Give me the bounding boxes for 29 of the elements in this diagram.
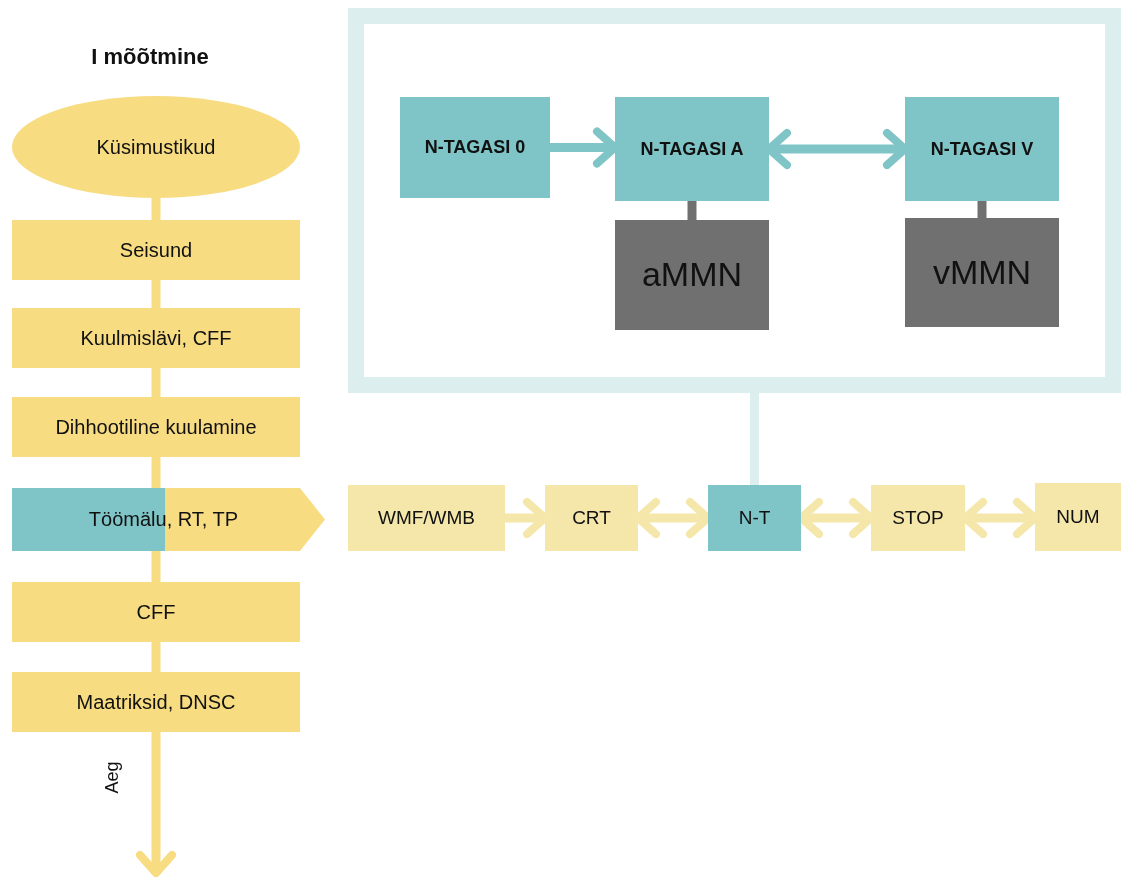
process-box: N-TAGASI V bbox=[905, 97, 1059, 201]
output-box: vMMN bbox=[905, 218, 1059, 327]
process-box: WMF/WMB bbox=[348, 485, 505, 551]
process-box: N-T bbox=[708, 485, 801, 551]
process-box: Maatriksid, DNSC bbox=[12, 672, 300, 732]
connector-line bbox=[687, 201, 697, 220]
connector-line bbox=[151, 368, 161, 397]
process-box: N-TAGASI A bbox=[615, 97, 769, 201]
process-box: N-TAGASI 0 bbox=[400, 97, 550, 198]
frame-box bbox=[348, 8, 1121, 393]
connector-line bbox=[136, 732, 176, 877]
process-box: NUM bbox=[1035, 483, 1121, 551]
process-box: Kuulmislävi, CFF bbox=[12, 308, 300, 368]
process-box: CFF bbox=[12, 582, 300, 642]
connector-line bbox=[151, 551, 161, 582]
process-box: Seisund bbox=[12, 220, 300, 280]
process-box: CRT bbox=[545, 485, 638, 551]
output-box: aMMN bbox=[615, 220, 769, 330]
process-box: STOP bbox=[871, 485, 965, 551]
edge-label: Aeg bbox=[101, 761, 123, 794]
connector-line bbox=[750, 393, 759, 485]
ellipse-node: Küsimustikud bbox=[12, 96, 300, 198]
connector-line bbox=[151, 198, 161, 220]
connector-line bbox=[151, 280, 161, 308]
connector-line bbox=[977, 201, 987, 218]
process-box: Dihhootiline kuulamine bbox=[12, 397, 300, 457]
diagram-title: I mõõtmine bbox=[90, 44, 210, 70]
connector-line bbox=[151, 642, 161, 672]
connector-line bbox=[151, 457, 161, 488]
